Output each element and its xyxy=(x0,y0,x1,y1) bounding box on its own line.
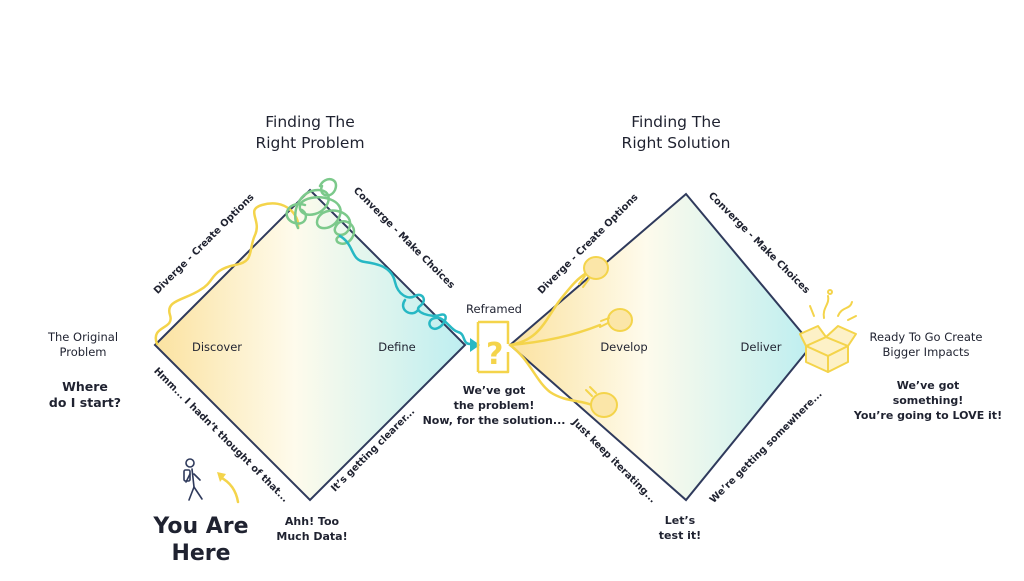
start-label-line1: The Original xyxy=(47,330,118,344)
arrow-to-hiker xyxy=(218,475,240,504)
data-text-line1: Ahh! Too xyxy=(285,515,340,528)
branch-paths xyxy=(508,270,602,407)
end-label-line1: Ready To Go Create xyxy=(870,330,983,344)
header-solution-line2: Right Solution xyxy=(622,134,731,152)
stage-define: Define xyxy=(378,340,416,354)
question-mark-icon: ? xyxy=(486,337,503,372)
end-label-line2: Bigger Impacts xyxy=(883,345,970,359)
squiggle-teal xyxy=(338,234,472,346)
gift-box-icon xyxy=(799,325,857,373)
stage-deliver: Deliver xyxy=(741,340,782,354)
you-are-here-line1: You Are xyxy=(152,514,248,539)
diamond-problem xyxy=(153,188,467,502)
end-bold-line3: You’re going to LOVE it! xyxy=(853,409,1002,422)
lightbulb-base-icon xyxy=(578,275,610,397)
middle-text-line3: Now, for the solution... xyxy=(423,414,566,427)
reframed-label: Reframed xyxy=(466,302,522,316)
test-text-line1: Let’s xyxy=(665,514,696,527)
reframed-box xyxy=(476,320,510,374)
data-text-line2: Much Data! xyxy=(276,530,347,543)
start-question-line2: do I start? xyxy=(49,395,121,410)
start-question-line1: Where xyxy=(62,379,108,394)
header-solution-line1: Finding The xyxy=(631,113,720,131)
end-bold-line1: We’ve got xyxy=(897,379,960,392)
header-problem-line2: Right Problem xyxy=(255,134,364,152)
test-text-line2: test it! xyxy=(659,529,701,542)
end-bold-line2: something! xyxy=(893,394,964,407)
arrow-head-teal xyxy=(470,338,480,352)
lightbulb-icon xyxy=(583,256,633,418)
gift-sparkles-icon xyxy=(809,289,857,321)
you-are-here-line2: Here xyxy=(171,541,230,566)
start-label-line2: Problem xyxy=(59,345,106,359)
middle-text-line2: the problem! xyxy=(454,399,535,412)
stage-discover: Discover xyxy=(192,340,242,354)
stage-develop: Develop xyxy=(600,340,647,354)
hiker-icon xyxy=(183,458,203,501)
header-problem-line1: Finding The xyxy=(265,113,354,131)
squiggle-green xyxy=(285,178,356,245)
middle-text-line1: We’ve got xyxy=(463,384,526,397)
arrow-head-yellow xyxy=(217,472,226,482)
squiggle-yellow xyxy=(154,202,300,346)
